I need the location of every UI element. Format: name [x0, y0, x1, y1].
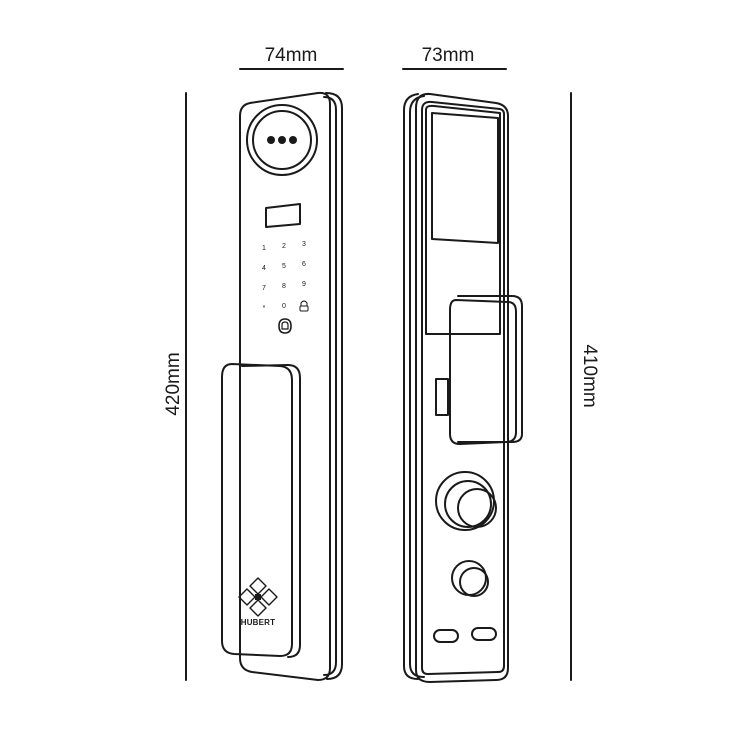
thumb-turn-knob [435, 471, 497, 531]
key-5: 5 [282, 263, 286, 270]
bottom-slot-right [471, 627, 497, 641]
logo-diamond-bottom-icon [249, 599, 267, 617]
logo-center-icon [255, 594, 261, 600]
side-width-label: 73mm [422, 45, 475, 66]
key-1: 1 [262, 245, 266, 252]
key-7: 7 [262, 285, 266, 292]
brand-logo: HUBERT [238, 577, 278, 627]
back-handle [449, 295, 523, 445]
lock-back-view [403, 92, 523, 683]
emergency-button [451, 560, 489, 597]
side-height-label: 410mm [579, 344, 600, 407]
bell-icon [281, 321, 289, 330]
back-main-body [415, 92, 509, 683]
front-display-window [265, 203, 301, 228]
logo-diamond-right-icon [260, 588, 278, 606]
dimension-front-height: 420mm [163, 92, 187, 681]
battery-cover [425, 104, 501, 335]
dimension-side-width: 73mm [402, 45, 507, 70]
front-handle-grip [221, 363, 293, 657]
dimension-front-width: 74mm [239, 45, 344, 70]
key-star: * [263, 305, 266, 312]
doorbell-button [278, 318, 292, 334]
key-6: 6 [302, 261, 306, 268]
lock-front-view: 1 2 3 4 5 6 7 8 9 * 0 [221, 91, 343, 681]
back-depth-edge-outer [403, 93, 419, 680]
keypad: 1 2 3 4 5 6 7 8 9 * 0 [262, 241, 306, 312]
key-lock-icon [299, 300, 309, 312]
front-back-plate-inner [323, 96, 337, 676]
camera-lens-icon [267, 136, 275, 144]
front-main-body [239, 91, 331, 681]
key-9: 9 [302, 281, 306, 288]
back-screen [431, 112, 499, 244]
side-latch [435, 378, 449, 416]
camera-light-icon [289, 136, 297, 144]
back-inner-plate [421, 100, 505, 675]
logo-diamond-top-icon [249, 577, 267, 595]
key-2: 2 [282, 243, 286, 250]
key-3: 3 [302, 241, 306, 248]
front-width-label: 74mm [265, 45, 318, 66]
logo-diamond-left-icon [238, 588, 256, 606]
back-handle-grip [449, 299, 517, 445]
bottom-slot-left [433, 629, 459, 643]
key-8: 8 [282, 283, 286, 290]
dimension-side-height: 410mm [570, 92, 600, 681]
brand-name: HUBERT [241, 618, 276, 627]
key-0: 0 [282, 303, 286, 310]
front-back-plate-outer [325, 92, 343, 680]
camera-module [246, 104, 318, 176]
front-handle [221, 363, 301, 658]
key-4: 4 [262, 265, 266, 272]
camera-sensor-icon [278, 136, 286, 144]
front-height-label: 420mm [163, 352, 184, 415]
